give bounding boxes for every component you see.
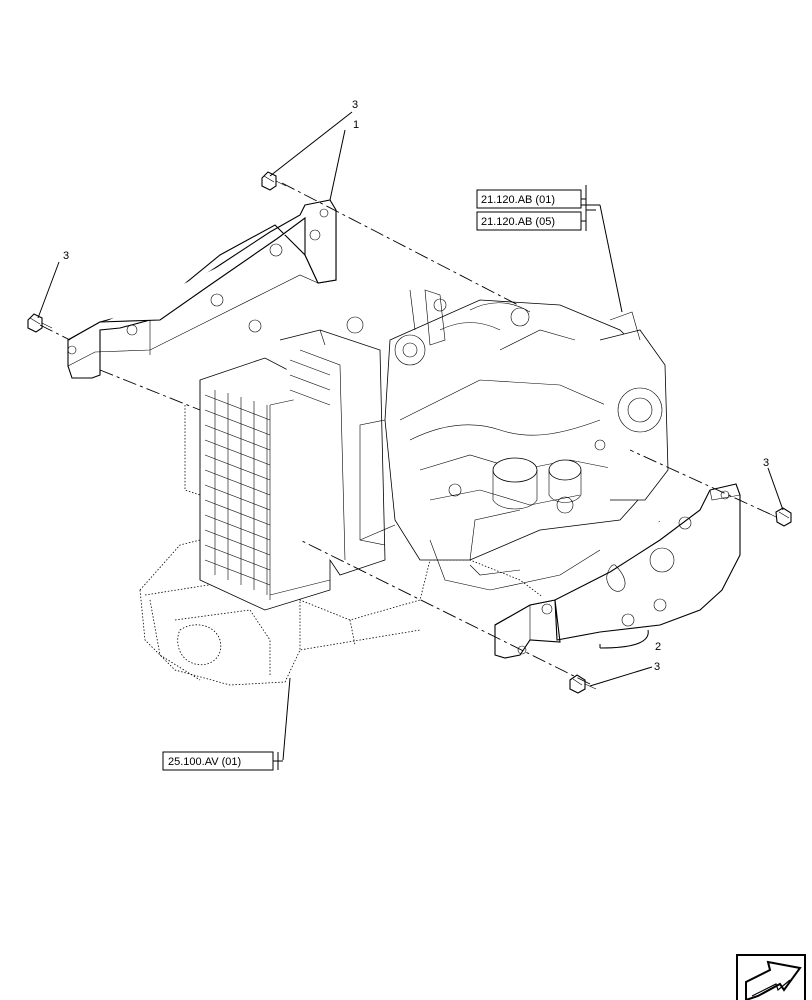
reference-label: 21.120.AB (05) — [481, 216, 555, 228]
bolt-left — [27, 313, 53, 333]
reference-box-25-100-av-01[interactable]: 25.100.AV (01) — [162, 751, 274, 771]
callout-3-left: 3 — [63, 250, 69, 262]
bolt-bottom-right — [569, 674, 597, 694]
reference-label: 25.100.AV (01) — [168, 756, 241, 768]
callout-3-top: 3 — [352, 99, 358, 111]
bracket-left — [67, 199, 337, 379]
engine-assembly — [139, 289, 669, 686]
reference-box-21-120-ab-05[interactable]: 21.120.AB (05) — [476, 211, 582, 231]
assembly-lines — [39, 182, 771, 685]
arrow-navigation-icon[interactable] — [736, 954, 806, 1000]
reference-label: 21.120.AB (01) — [481, 194, 555, 206]
callout-2: 2 — [655, 641, 661, 653]
callout-1: 1 — [353, 119, 359, 131]
callout-3-right: 3 — [763, 457, 769, 469]
bolt-right — [765, 507, 792, 527]
bolt-top-left — [261, 171, 287, 191]
callout-3-bottom: 3 — [654, 661, 660, 673]
bracket-right — [494, 483, 741, 659]
reference-box-21-120-ab-01[interactable]: 21.120.AB (01) — [476, 189, 582, 209]
radiator-fins — [204, 390, 271, 595]
callout-leaders — [37, 111, 784, 761]
